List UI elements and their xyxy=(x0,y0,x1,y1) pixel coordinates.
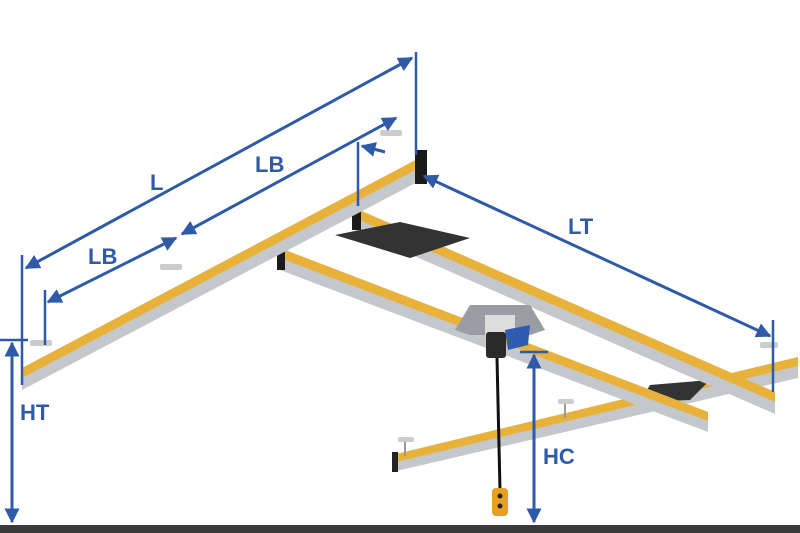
dimension-lines xyxy=(4,56,772,524)
dim-LB-upper xyxy=(180,116,398,236)
dim-LT xyxy=(422,174,772,338)
label-HT: HT xyxy=(20,400,50,425)
label-LB-lower: LB xyxy=(88,244,117,269)
dim-LB-lower xyxy=(46,236,178,304)
ground-line xyxy=(0,525,800,533)
dim-LB-stub xyxy=(360,142,386,157)
label-LB-upper: LB xyxy=(255,152,284,177)
extension-lines xyxy=(0,52,775,392)
label-LT: LT xyxy=(568,214,594,239)
label-L: L xyxy=(150,170,163,195)
label-HC: HC xyxy=(543,444,575,469)
